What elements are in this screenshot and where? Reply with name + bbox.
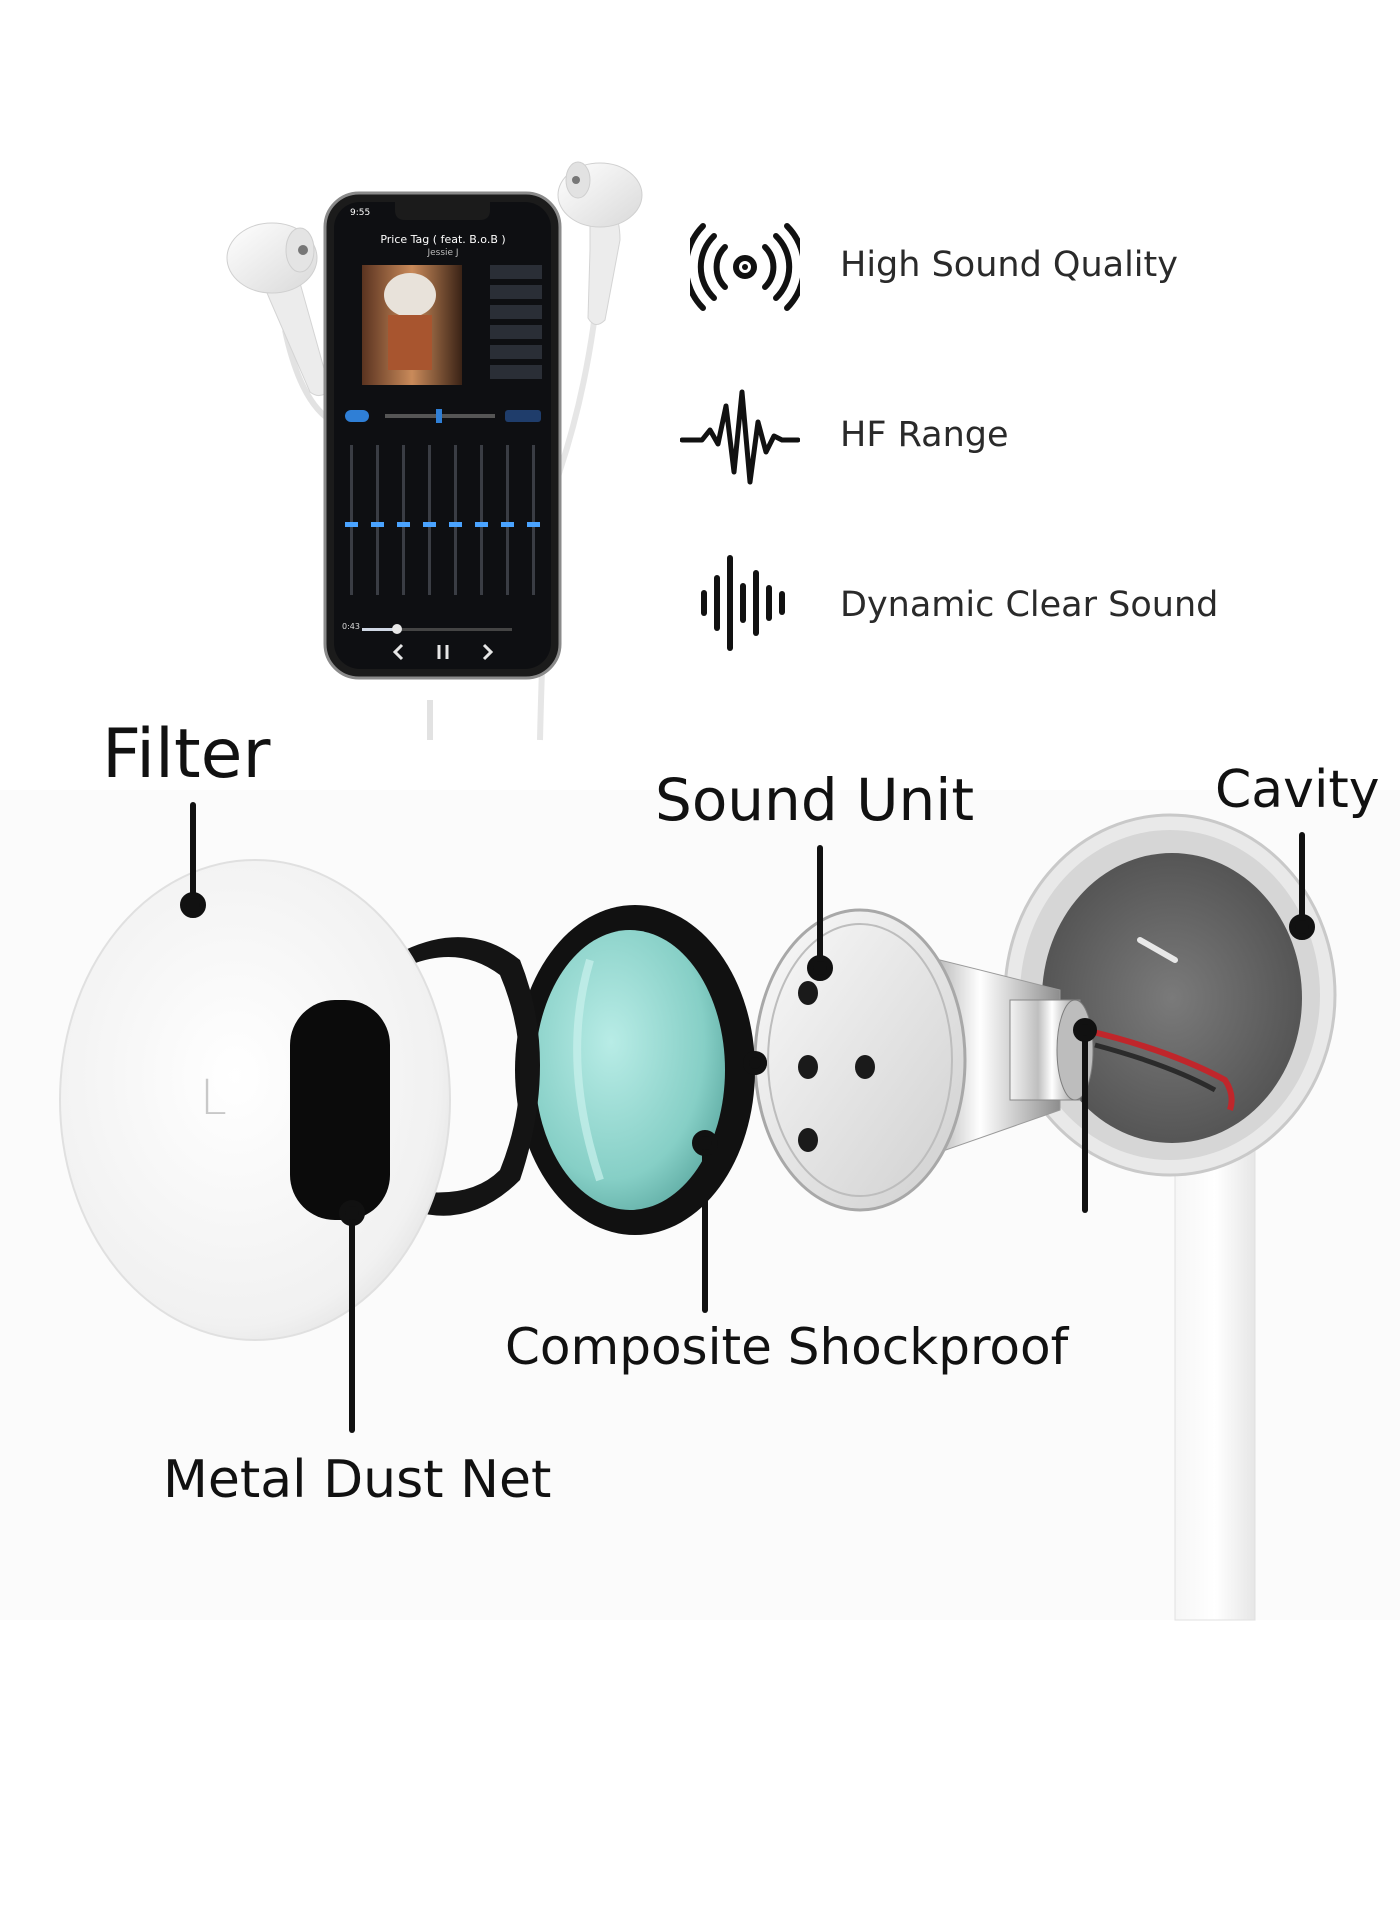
label-sound-unit: Sound Unit bbox=[655, 766, 975, 834]
eq-track bbox=[454, 445, 457, 595]
phone-status-time: 9:55 bbox=[350, 208, 371, 218]
filter-part bbox=[59, 859, 451, 1341]
phone-elapsed-time: 0:43 bbox=[342, 622, 360, 631]
eq-knob bbox=[371, 522, 384, 527]
composite-shockproof-part bbox=[515, 905, 755, 1235]
feature-label-high-sound-quality: High Sound Quality bbox=[840, 245, 1178, 285]
right-earbud bbox=[557, 161, 643, 325]
label-metal-dust-net: Metal Dust Net bbox=[163, 1450, 552, 1510]
smartphone bbox=[323, 191, 562, 680]
sound-bars-icon bbox=[701, 555, 785, 651]
feature-label-hf-range: HF Range bbox=[840, 415, 1009, 455]
waveform-icon bbox=[680, 389, 800, 485]
eq-track bbox=[532, 445, 535, 595]
eq-track bbox=[402, 445, 405, 595]
label-filter: Filter bbox=[102, 715, 271, 794]
earbud-side-marker: L bbox=[200, 1070, 227, 1126]
feature-label-dynamic-clear-sound: Dynamic Clear Sound bbox=[840, 585, 1219, 625]
label-cavity: Cavity bbox=[1215, 760, 1380, 820]
eq-track bbox=[376, 445, 379, 595]
broadcast-icon bbox=[690, 223, 800, 311]
eq-track bbox=[350, 445, 353, 595]
left-earbud bbox=[226, 222, 331, 396]
eq-track bbox=[428, 445, 431, 595]
eq-track bbox=[506, 445, 509, 595]
earbud-stem bbox=[1174, 1149, 1256, 1621]
eq-knob bbox=[501, 522, 514, 527]
metal-dust-net-part bbox=[290, 1000, 390, 1220]
equalizer-sliders bbox=[345, 445, 540, 595]
eq-knob bbox=[475, 522, 488, 527]
eq-knob bbox=[423, 522, 436, 527]
eq-knob bbox=[527, 522, 540, 527]
phone-artist: Jessie J bbox=[427, 248, 459, 258]
phone-with-earbuds-illustration bbox=[226, 161, 643, 741]
eq-knob bbox=[345, 522, 358, 527]
phone-song-title: Price Tag ( feat. B.o.B ) bbox=[380, 233, 506, 246]
eq-knob bbox=[449, 522, 462, 527]
eq-track bbox=[480, 445, 483, 595]
label-composite-shockproof: Composite Shockproof bbox=[505, 1318, 1069, 1376]
eq-knob bbox=[397, 522, 410, 527]
